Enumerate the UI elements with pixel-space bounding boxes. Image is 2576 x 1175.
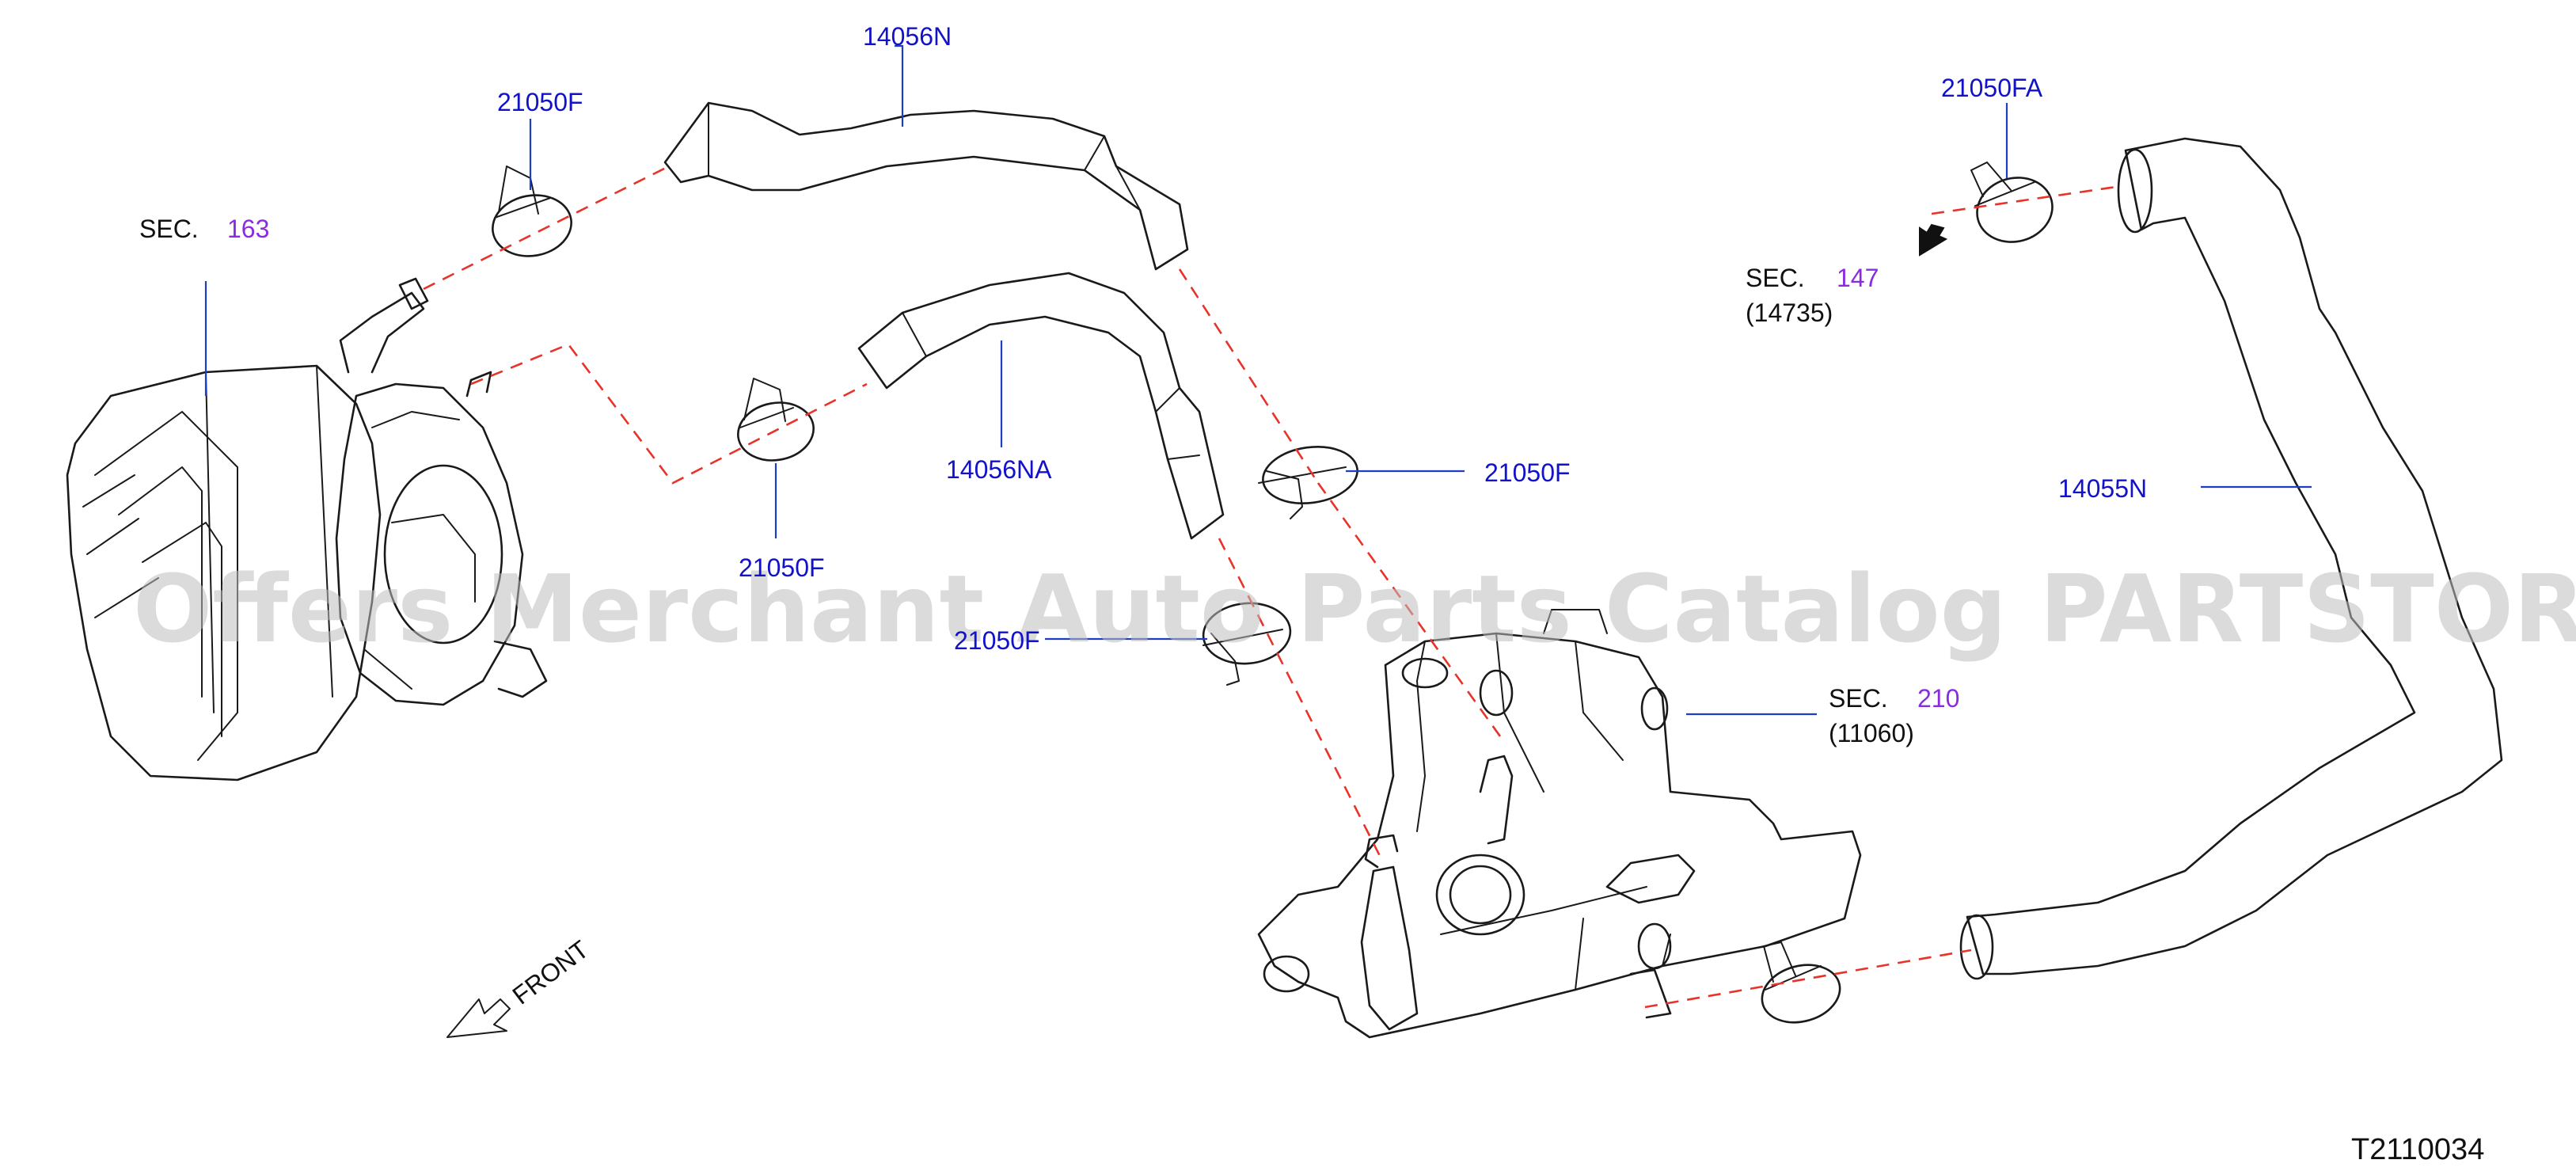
hose-clamp-bottom-right[interactable] (1756, 941, 1847, 1031)
thermostat-housing[interactable] (1257, 609, 1862, 1039)
section-163-number[interactable]: 163 (227, 215, 269, 243)
hose-14055n[interactable] (1959, 137, 2503, 980)
section-147-number[interactable]: 147 (1837, 264, 1879, 292)
hose-clamp-top-right[interactable] (1970, 162, 2059, 250)
callout-14056n[interactable]: 14056N (863, 22, 952, 51)
section-210-number[interactable]: 210 (1917, 684, 1959, 713)
callout-clamp-center[interactable]: 21050F (954, 626, 1040, 655)
callout-clamp-top-left[interactable]: 21050F (497, 88, 583, 116)
callout-14055n[interactable]: 14055N (2058, 474, 2147, 503)
leader-lines (204, 44, 2312, 716)
hose-clamp-mid-left[interactable] (733, 378, 818, 466)
arrow-icon (1919, 223, 1948, 257)
hose-clamp-mid-right[interactable] (1258, 441, 1361, 519)
front-label: FRONT (507, 935, 595, 1010)
section-210-sub: (11060) (1829, 719, 1914, 747)
callout-clamp-top-right[interactable]: 21050FA (1941, 74, 2043, 102)
section-147-sub: (14735) (1746, 299, 1833, 327)
callout-clamp-mid-left[interactable]: 21050F (739, 553, 825, 582)
section-163-prefix: SEC. (139, 215, 199, 243)
diagram-code: T2110034 (2351, 1133, 2484, 1166)
hose-clamp-top-left[interactable] (488, 165, 576, 262)
callout-clamp-mid-right[interactable]: 21050F (1484, 458, 1571, 487)
hose-clamp-center[interactable] (1201, 599, 1293, 686)
watermark-text: Offers Merchant Auto Parts Catalog PARTS… (133, 554, 2576, 664)
section-210-prefix: SEC. (1829, 684, 1888, 713)
front-indicator: FRONT (446, 935, 595, 1038)
hose-14056n[interactable] (663, 101, 1189, 271)
front-arrow-icon (446, 998, 511, 1038)
throttle-body[interactable] (66, 277, 548, 781)
hose-14056na[interactable] (857, 272, 1225, 540)
callout-14056na[interactable]: 14056NA (946, 455, 1052, 484)
assembly-lines (423, 165, 2122, 1009)
section-147-prefix: SEC. (1746, 264, 1805, 292)
